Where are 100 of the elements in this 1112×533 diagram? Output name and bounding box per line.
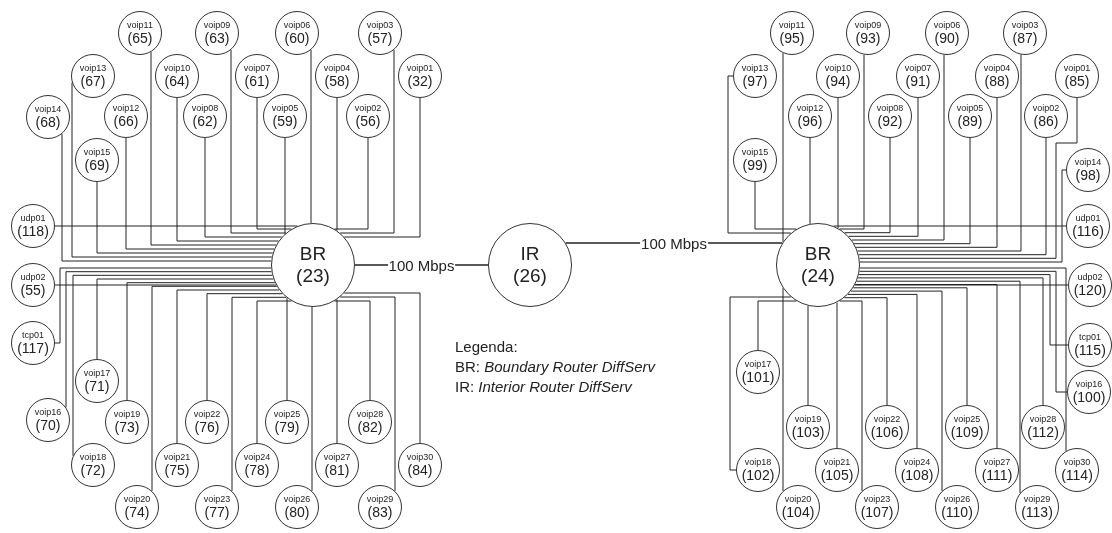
connection-line bbox=[856, 280, 1021, 494]
connection-line bbox=[343, 97, 421, 238]
host-circle bbox=[975, 54, 1019, 98]
node-name: udp02 bbox=[1077, 272, 1103, 282]
host-circle bbox=[26, 398, 70, 442]
node-number: (24) bbox=[801, 265, 835, 287]
host-circle bbox=[786, 405, 830, 449]
node-name: voip07 bbox=[904, 63, 932, 73]
node-number: (63) bbox=[204, 30, 230, 46]
node-name: udp02 bbox=[20, 272, 46, 282]
node-name: voip05 bbox=[956, 103, 984, 113]
host-circle bbox=[26, 95, 70, 139]
connection-line bbox=[54, 225, 298, 227]
node-number: (67) bbox=[80, 73, 106, 89]
node-number: (97) bbox=[742, 73, 768, 89]
host-circle bbox=[235, 443, 279, 487]
connection-line bbox=[339, 296, 396, 492]
node-number: (107) bbox=[860, 504, 894, 520]
node-number: (112) bbox=[1027, 424, 1059, 440]
host-circle bbox=[115, 485, 159, 529]
host-circle bbox=[118, 11, 162, 55]
host-circle bbox=[75, 359, 119, 403]
node-number: (60) bbox=[284, 30, 310, 46]
node-name: voip13 bbox=[741, 63, 769, 73]
node-name: voip04 bbox=[983, 63, 1011, 73]
node-name: voip17 bbox=[83, 368, 111, 378]
connection-line bbox=[853, 137, 971, 245]
host-circle bbox=[185, 400, 229, 444]
host-circle bbox=[398, 54, 442, 98]
node-name: voip23 bbox=[863, 494, 891, 504]
node-name: voip02 bbox=[1032, 103, 1060, 113]
connection-line bbox=[859, 97, 1078, 259]
host-circle bbox=[1067, 370, 1111, 414]
node-number: (116) bbox=[1072, 223, 1104, 239]
host-circle bbox=[315, 443, 359, 487]
connection-line bbox=[71, 82, 273, 258]
host-circle bbox=[1066, 148, 1110, 192]
node-number: (105) bbox=[820, 467, 854, 483]
node-number: (102) bbox=[741, 467, 775, 483]
connection-line bbox=[343, 292, 421, 444]
node-name: voip15 bbox=[83, 147, 111, 157]
node-name: voip25 bbox=[953, 414, 981, 424]
host-circle bbox=[736, 448, 780, 492]
connection-line bbox=[339, 49, 395, 234]
node-number: (57) bbox=[367, 30, 393, 46]
node-number: (108) bbox=[900, 467, 934, 483]
connection-line bbox=[204, 137, 283, 238]
node-number: (114) bbox=[1061, 467, 1093, 483]
node-number: (32) bbox=[407, 73, 433, 89]
host-circle bbox=[315, 54, 359, 98]
node-number: (111) bbox=[981, 467, 1013, 483]
node-number: (64) bbox=[164, 73, 190, 89]
node-name: voip07 bbox=[243, 63, 271, 73]
host-circle bbox=[265, 400, 309, 444]
host-circle bbox=[1055, 448, 1099, 492]
node-name: voip02 bbox=[354, 103, 382, 113]
connection-line bbox=[176, 97, 279, 242]
node-name: voip06 bbox=[283, 20, 311, 30]
host-circle bbox=[105, 400, 149, 444]
host-circle bbox=[855, 485, 899, 529]
node-name: voip13 bbox=[79, 63, 107, 73]
node-name: voip26 bbox=[283, 494, 311, 504]
host-circle bbox=[195, 11, 239, 55]
node-name: voip26 bbox=[943, 494, 971, 504]
node-name: BR bbox=[804, 243, 832, 265]
host-circle bbox=[1066, 204, 1110, 248]
node-name: voip30 bbox=[1063, 457, 1091, 467]
connection-line bbox=[96, 181, 274, 254]
node-number: (70) bbox=[35, 417, 61, 433]
connection-line bbox=[206, 293, 283, 401]
node-name: voip19 bbox=[794, 414, 822, 424]
node-number: (99) bbox=[742, 157, 768, 173]
host-circle bbox=[1003, 11, 1047, 55]
host-circle bbox=[1068, 263, 1112, 307]
node-name: voip12 bbox=[112, 103, 140, 113]
connection-line bbox=[854, 284, 1069, 286]
node-name: voip29 bbox=[1023, 494, 1051, 504]
connection-line bbox=[833, 225, 1067, 227]
node-number: (55) bbox=[20, 282, 46, 298]
legend-entry: IR: Interior Router DiffServ bbox=[455, 378, 632, 396]
connection-line bbox=[176, 289, 280, 444]
host-circle bbox=[788, 94, 832, 138]
host-circle bbox=[183, 94, 227, 138]
node-number: (59) bbox=[272, 113, 298, 129]
node-number: (88) bbox=[984, 73, 1010, 89]
node-number: (91) bbox=[905, 73, 931, 89]
node-name: voip03 bbox=[366, 20, 394, 30]
host-circle bbox=[104, 94, 148, 138]
connection-line bbox=[839, 54, 865, 230]
connection-line bbox=[334, 137, 369, 230]
connection-line bbox=[844, 137, 891, 234]
node-name: IR bbox=[520, 243, 540, 265]
connection-line bbox=[851, 54, 945, 241]
node-number: (56) bbox=[355, 113, 381, 129]
node-name: voip09 bbox=[203, 20, 231, 30]
connection-line bbox=[125, 137, 275, 250]
host-circle bbox=[195, 485, 239, 529]
node-name: voip08 bbox=[876, 103, 904, 113]
connection-line bbox=[151, 285, 278, 492]
host-circle bbox=[263, 94, 307, 138]
